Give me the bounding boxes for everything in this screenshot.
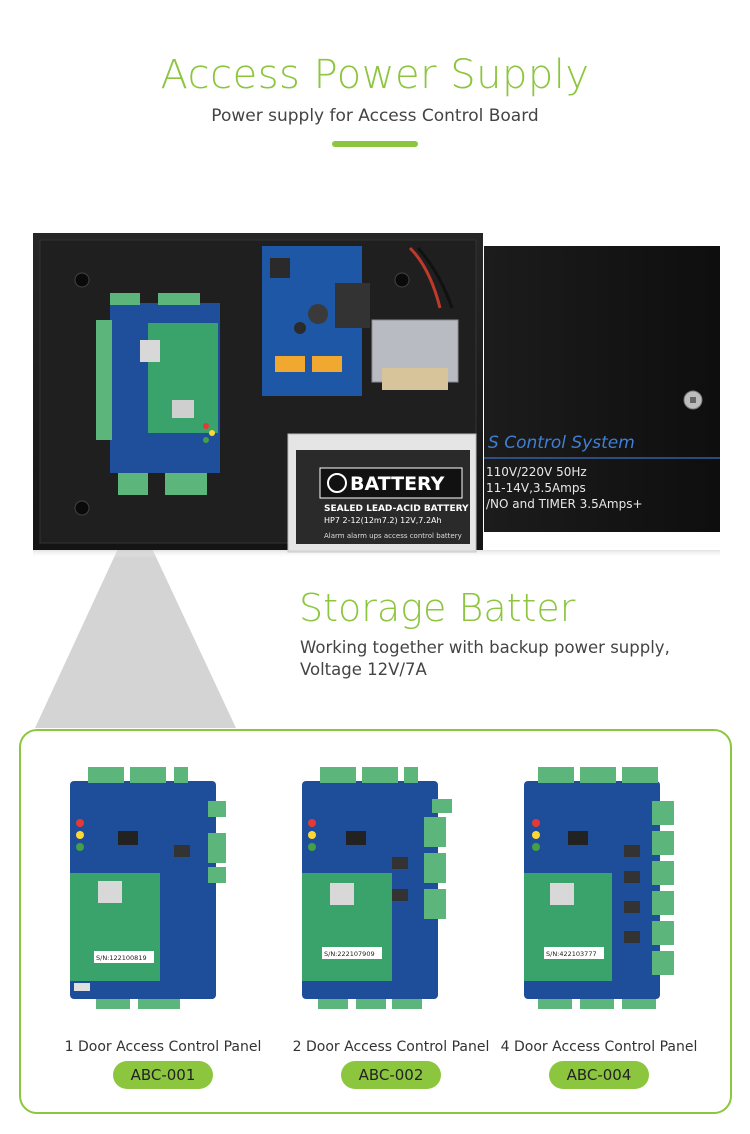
storage-desc-line-1: Working together with backup power suppl… [300,638,670,657]
product-code-badge-1-door[interactable]: ABC-001 [113,1061,213,1089]
product-panel-box: S/N:122100819 1 Door Access Control Pane… [19,729,732,1114]
page-title: Access Power Supply [160,52,590,98]
board-sn-2: S/N:222107909 [324,950,375,958]
product-card-4-door[interactable]: S/N:422103777 4 Door Access Control Pane… [484,731,714,1116]
lid-line-3: /NO and TIMER 3.5Amps+ [486,497,643,511]
lid-title-text: S Control System [488,433,635,453]
title-accent-bar [332,141,418,147]
product-code-badge-4-door[interactable]: ABC-004 [549,1061,649,1089]
product-card-1-door[interactable]: S/N:122100819 1 Door Access Control Pane… [48,731,278,1116]
product-label-4-door: 4 Door Access Control Panel [500,1039,698,1055]
board-image-2-door: S/N:222107909 [302,767,452,1009]
storage-description: Working together with backup power suppl… [300,637,670,681]
board-sn-4: S/N:422103777 [546,950,597,958]
product-code-badge-2-door[interactable]: ABC-002 [341,1061,441,1089]
storage-desc-line-2: Voltage 12V/7A [300,660,427,679]
battery-spec: HP7 2-12(12m7.2) 12V,7.2Ah [324,516,442,525]
battery-note: Alarm alarm ups access control battery [324,532,462,540]
lid-line-2: 11-14V,3.5Amps [486,481,586,495]
product-card-2-door[interactable]: S/N:222107909 2 Door Access Control Pane… [276,731,506,1116]
power-supply-image: S Control System 110V/220V 50Hz 11-14V,3… [0,228,750,558]
lid-line-1: 110V/220V 50Hz [486,465,587,479]
storage-title: Storage Batter [299,586,576,630]
battery-type: SEALED LEAD-ACID BATTERY [324,504,469,514]
board-image-4-door: S/N:422103777 [524,767,674,1009]
battery-brand: BATTERY [350,473,445,495]
product-label-1-door: 1 Door Access Control Panel [64,1039,262,1055]
page-subtitle: Power supply for Access Control Board [211,106,539,126]
product-label-2-door: 2 Door Access Control Panel [292,1039,490,1055]
pointer-triangle [35,512,236,728]
board-sn-1: S/N:122100819 [96,954,147,962]
board-image-1-door: S/N:122100819 [70,767,226,1009]
